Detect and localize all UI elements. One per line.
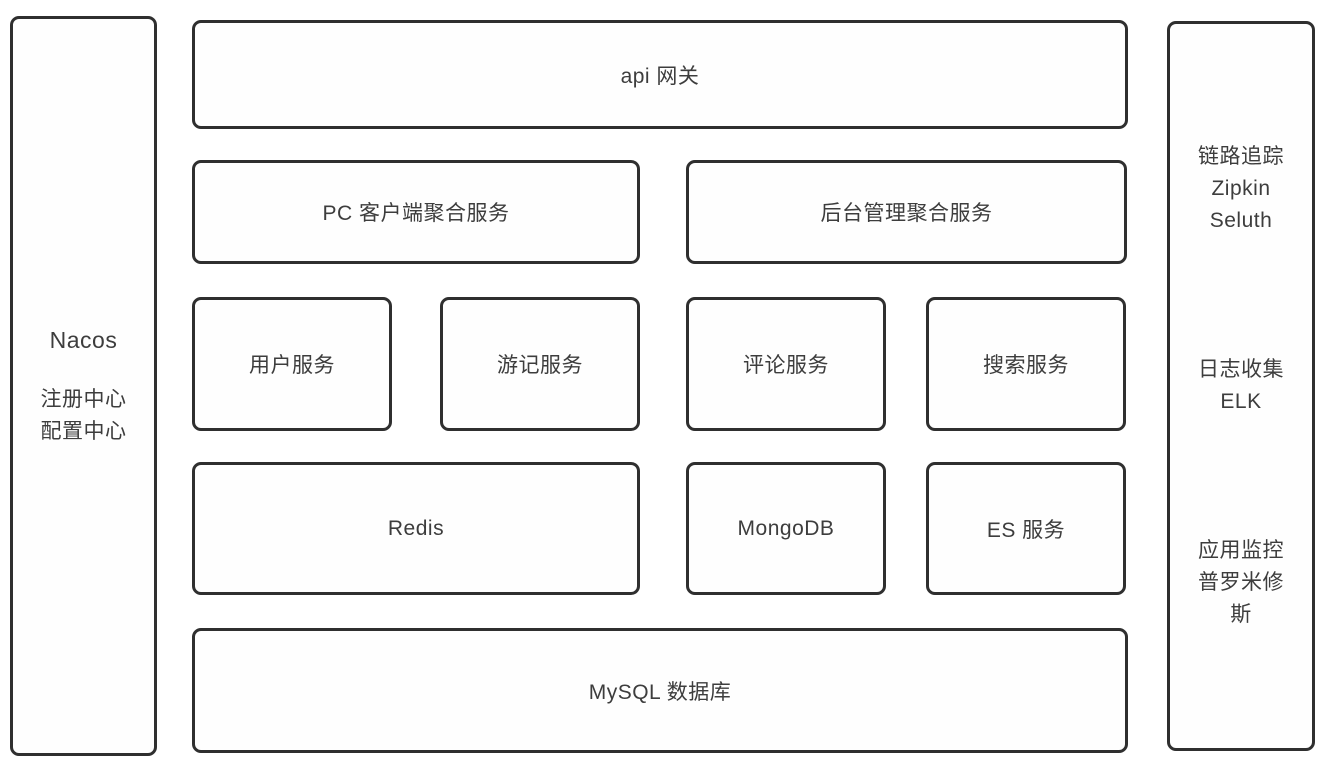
admin-aggregation-label: 后台管理聚合服务 xyxy=(820,202,993,225)
redis-label: Redis xyxy=(387,516,445,540)
mysql-database-box: MySQL 数据库 xyxy=(192,628,1128,753)
comment-service-label: 评论服务 xyxy=(743,354,829,377)
monitoring-block: 应用监控 普罗米修斯 xyxy=(1193,535,1289,631)
search-service-box: 搜索服务 xyxy=(926,297,1126,431)
tracing-label: 链路追踪 xyxy=(1198,145,1284,168)
nacos-config-label: 配置中心 xyxy=(40,420,127,443)
api-gateway-box: api 网关 xyxy=(192,20,1128,129)
sleuth-label: Seluth xyxy=(1209,209,1273,232)
es-service-box: ES 服务 xyxy=(926,462,1126,595)
log-collect-label: 日志收集 xyxy=(1198,358,1284,381)
api-gateway-label: api 网关 xyxy=(620,64,700,88)
travel-notes-service-label: 游记服务 xyxy=(497,354,583,377)
elk-label: ELK xyxy=(1220,390,1262,413)
nacos-title: Nacos xyxy=(49,327,118,353)
admin-aggregation-box: 后台管理聚合服务 xyxy=(686,160,1127,264)
user-service-box: 用户服务 xyxy=(192,297,392,431)
observability-panel: 链路追踪 Zipkin Seluth 日志收集 ELK 应用监控 普罗米修斯 xyxy=(1167,21,1315,751)
mongodb-label: MongoDB xyxy=(737,516,835,540)
mongodb-box: MongoDB xyxy=(686,462,886,595)
user-service-label: 用户服务 xyxy=(249,354,335,377)
travel-notes-service-box: 游记服务 xyxy=(440,297,640,431)
prometheus-label: 普罗米修斯 xyxy=(1198,571,1284,626)
pc-client-aggregation-box: PC 客户端聚合服务 xyxy=(192,160,640,264)
tracing-block: 链路追踪 Zipkin Seluth xyxy=(1198,141,1284,237)
es-service-label: ES 服务 xyxy=(986,518,1066,542)
app-monitoring-label: 应用监控 xyxy=(1198,539,1284,562)
logging-block: 日志收集 ELK xyxy=(1198,354,1284,418)
search-service-label: 搜索服务 xyxy=(983,354,1069,377)
comment-service-box: 评论服务 xyxy=(686,297,886,431)
pc-client-aggregation-label: PC 客户端聚合服务 xyxy=(322,202,510,225)
nacos-registry-label: 注册中心 xyxy=(40,388,127,411)
redis-box: Redis xyxy=(192,462,640,595)
zipkin-label: Zipkin xyxy=(1211,177,1271,200)
mysql-database-label: MySQL 数据库 xyxy=(588,680,732,704)
nacos-panel: Nacos 注册中心 配置中心 xyxy=(10,16,157,756)
